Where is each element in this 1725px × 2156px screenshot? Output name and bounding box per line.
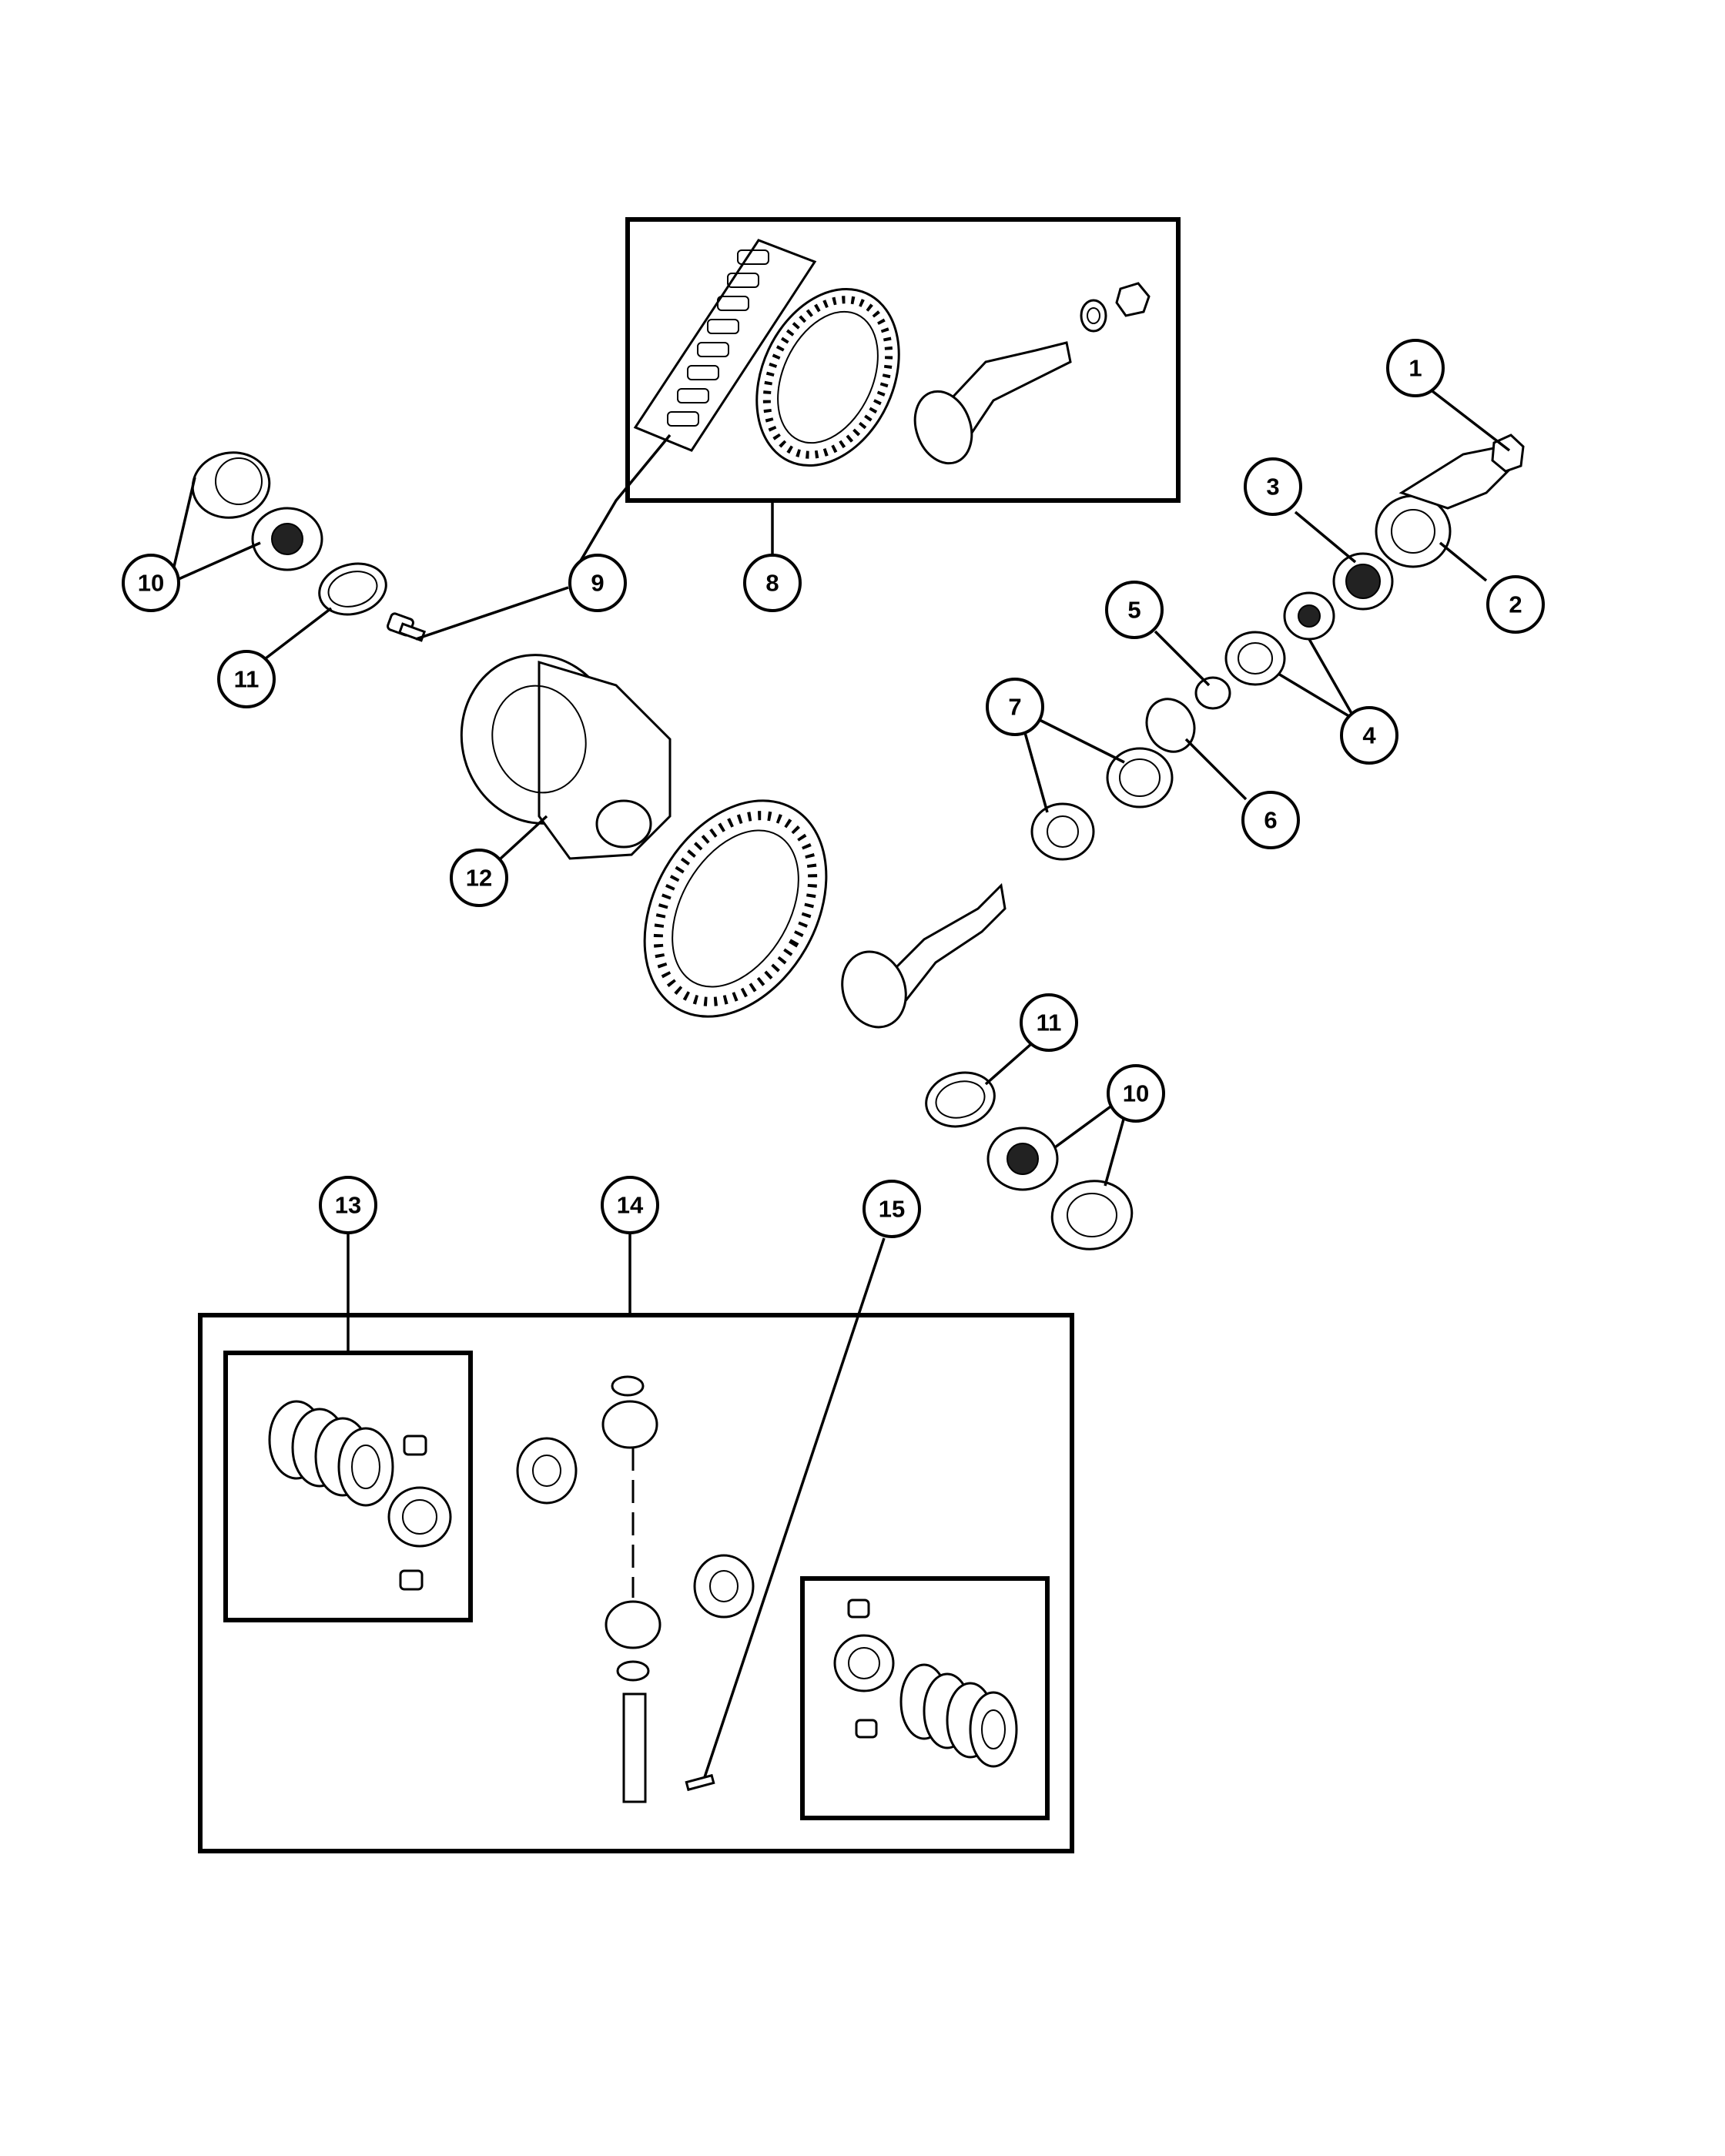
leader-7a — [1023, 729, 1049, 813]
callout-10-upper: 10 — [122, 554, 180, 612]
callout-13-label: 13 — [335, 1192, 361, 1219]
frame-differential-kit — [198, 1313, 1074, 1853]
leader-9a — [576, 434, 672, 567]
frame-gear-set-kit — [625, 217, 1181, 503]
ring-gear-kit-icon — [755, 287, 900, 467]
outer-pinion-bearing-icon — [1224, 591, 1335, 686]
shim-upper-icon — [318, 562, 387, 616]
callout-10-upper-label: 10 — [138, 570, 164, 597]
leader-2 — [1439, 541, 1488, 582]
leader-1 — [1431, 390, 1511, 452]
bearing-cup-upper-icon — [191, 451, 323, 571]
leader-5 — [1154, 630, 1211, 687]
callout-15-label: 15 — [879, 1196, 905, 1223]
differential-gear-kit-icon — [516, 1375, 755, 1803]
leader-4b — [1278, 672, 1356, 721]
leader-11b — [984, 1042, 1033, 1086]
leader-9b — [415, 586, 569, 641]
pinion-seal-icon — [1332, 552, 1394, 611]
callout-11-lower-label: 11 — [1037, 1009, 1062, 1036]
frame-clutch-pack-right — [800, 1576, 1050, 1820]
callout-11-lower: 11 — [1020, 993, 1078, 1052]
leader-11a — [264, 607, 333, 660]
callout-2: 2 — [1486, 575, 1545, 634]
bolt-single-icon — [387, 612, 427, 642]
leader-7b — [1039, 718, 1125, 764]
pinion-gear-icon — [841, 882, 1007, 1029]
clutch-pack-left-icon — [268, 1400, 452, 1591]
callout-1: 1 — [1386, 339, 1445, 397]
callout-11-upper: 11 — [217, 650, 276, 708]
leader-12 — [499, 815, 548, 860]
leader-4a — [1308, 638, 1357, 721]
callout-5-label: 5 — [1127, 597, 1141, 624]
callout-7: 7 — [986, 678, 1044, 736]
clutch-pack-right-icon — [833, 1599, 1018, 1768]
callout-4: 4 — [1340, 706, 1398, 765]
callout-6: 6 — [1241, 791, 1300, 849]
callout-12: 12 — [450, 849, 508, 907]
callout-8-label: 8 — [765, 570, 779, 597]
leader-15 — [703, 1237, 886, 1778]
yoke-icon — [1375, 445, 1519, 568]
callout-8: 8 — [743, 554, 802, 612]
bolt-strip-icon — [633, 239, 817, 452]
callout-13: 13 — [319, 1176, 377, 1234]
callout-15: 15 — [862, 1180, 921, 1238]
pinion-gear-kit-icon — [913, 282, 1151, 465]
leader-10a-2 — [178, 541, 261, 581]
ring-gear-icon — [643, 799, 828, 1018]
callout-9-label: 9 — [591, 570, 604, 597]
callout-3: 3 — [1244, 457, 1302, 516]
bearing-cup-lower-icon — [986, 1127, 1134, 1250]
callout-4-label: 4 — [1362, 722, 1376, 749]
callout-14-label: 14 — [617, 1192, 644, 1219]
leader-3 — [1294, 511, 1357, 564]
callout-10-lower: 10 — [1107, 1064, 1165, 1123]
callout-7-label: 7 — [1008, 694, 1021, 721]
shim-pinion-icon — [1145, 698, 1196, 753]
callout-5: 5 — [1105, 581, 1164, 639]
roll-pin-icon — [685, 1773, 715, 1792]
callout-10-lower-label: 10 — [1123, 1080, 1149, 1107]
leader-6 — [1184, 738, 1248, 801]
callout-11-upper-label: 11 — [234, 666, 260, 693]
leader-10a-1 — [172, 477, 196, 571]
differential-case-icon — [460, 654, 672, 860]
callout-9: 9 — [568, 554, 627, 612]
callout-6-label: 6 — [1264, 807, 1277, 834]
callout-1-label: 1 — [1408, 355, 1422, 382]
leader-10b-1 — [1053, 1103, 1114, 1149]
callout-14: 14 — [601, 1176, 659, 1234]
shim-lower-icon — [925, 1071, 996, 1128]
leader-10b-2 — [1104, 1116, 1126, 1187]
callout-2-label: 2 — [1509, 591, 1522, 618]
pinion-bearing-icon — [1030, 747, 1174, 861]
callout-12-label: 12 — [466, 865, 492, 892]
leader-lines — [172, 390, 1511, 1778]
collapsible-spacer-icon — [1194, 676, 1231, 710]
callout-3-label: 3 — [1266, 474, 1279, 500]
